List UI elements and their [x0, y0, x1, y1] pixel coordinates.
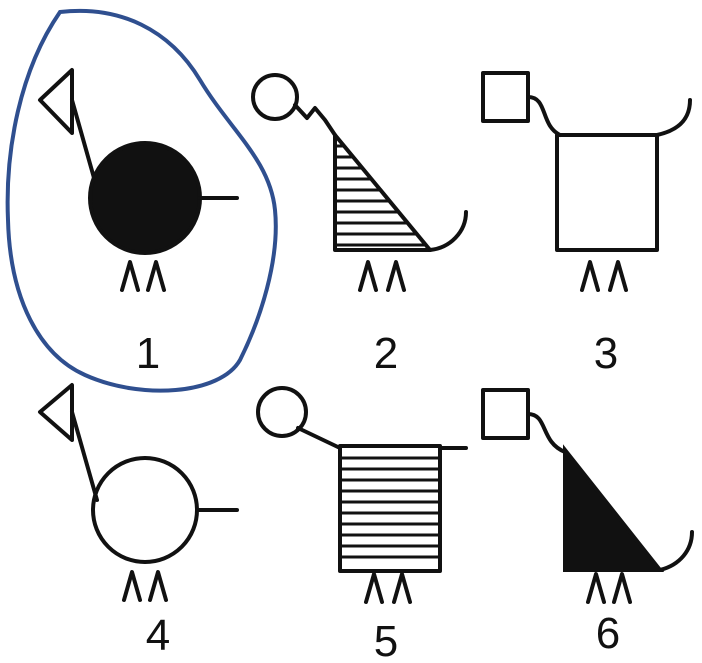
- figure-2-legs: [360, 262, 404, 290]
- figure-1-legs: [122, 262, 164, 290]
- figure-3-legs: [582, 262, 626, 290]
- figure-5-neck: [298, 428, 340, 448]
- figure-3-body-square: [557, 135, 657, 250]
- figure-4: 4: [40, 385, 237, 660]
- figure-3-head-square: [483, 73, 528, 121]
- figure-5-legs: [366, 574, 410, 602]
- figure-2-neck: [295, 105, 335, 135]
- figure-3: 3: [483, 73, 690, 378]
- figure-1-neck: [72, 100, 96, 185]
- figure-1: 1: [40, 70, 237, 378]
- figure-5: 5: [258, 388, 466, 663]
- figure-6-head-square: [483, 390, 528, 438]
- figure-5-label: 5: [374, 617, 398, 663]
- figure-4-body-circle: [93, 458, 197, 562]
- figure-2-tail: [430, 212, 466, 250]
- figure-6-legs: [588, 574, 630, 602]
- figure-3-tail: [657, 100, 690, 135]
- figure-6-neck: [528, 414, 565, 452]
- figure-4-head-triangle: [40, 385, 72, 440]
- figure-4-label: 4: [146, 611, 170, 660]
- figure-2-label: 2: [374, 329, 398, 378]
- figure-4-neck: [72, 412, 97, 500]
- figure-6: 6: [483, 390, 692, 658]
- figure-6-label: 6: [596, 609, 620, 658]
- figure-6-tail: [660, 532, 692, 570]
- figure-1-body-circle: [90, 143, 200, 253]
- figure-1-head-triangle: [40, 70, 72, 133]
- figure-6-body-triangle: [565, 450, 660, 570]
- figure-2: 2: [253, 75, 466, 378]
- figure-4-legs: [124, 572, 166, 600]
- figure-3-label: 3: [594, 329, 618, 378]
- figure-5-body-square: [340, 446, 440, 571]
- figure-2-head-circle: [253, 75, 297, 119]
- figure-1-label: 1: [136, 329, 160, 378]
- figure-3-neck: [528, 97, 560, 135]
